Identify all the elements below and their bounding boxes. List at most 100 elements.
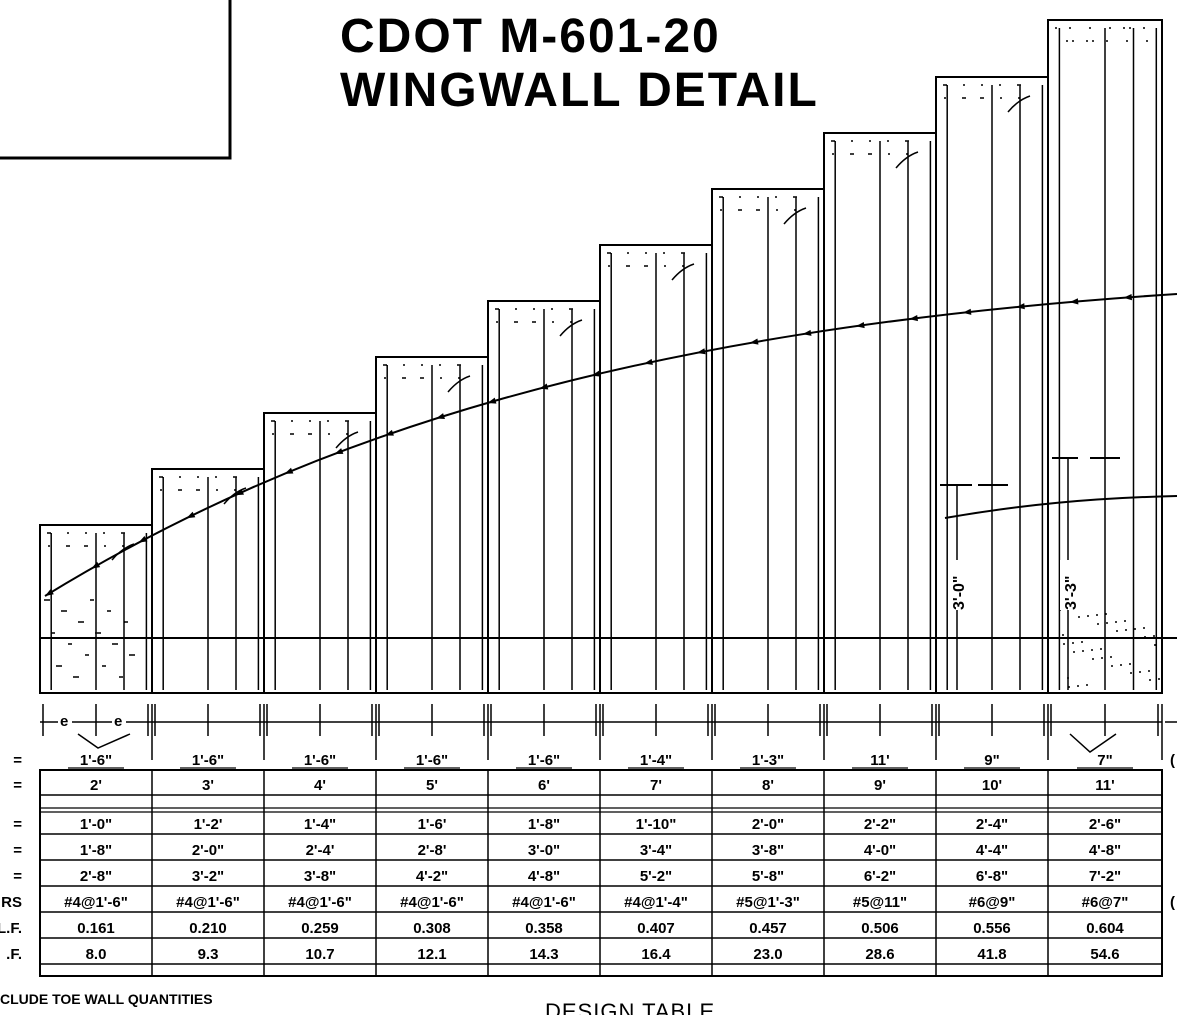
concrete-stipple [70,643,72,645]
concrete-stipple [1082,650,1084,652]
concrete-stipple [514,321,516,323]
concrete-stipple [1143,627,1145,629]
concrete-stipple [664,265,666,267]
table-cell: 28.6 [865,946,894,963]
concrete-stipple [384,377,386,379]
concrete-stipple [1105,613,1107,615]
concrete-stipple [1111,665,1113,667]
bar-hook-mark [223,487,247,505]
table-cell: 4' [314,777,326,794]
table-cell: 2'-6" [1089,816,1121,833]
bar-hook-mark [895,151,919,169]
concrete-stipple [832,153,834,155]
curve-arrowhead [1016,303,1025,310]
concrete-stipple [1154,644,1156,646]
curve-arrowhead [487,397,497,404]
concrete-stipple [906,153,908,155]
concrete-stipple [868,153,870,155]
concrete-stipple [607,252,609,254]
table-cell: 6'-2" [864,868,896,885]
bar-hook-mark [335,431,359,449]
concrete-stipple [459,364,461,366]
concrete-stipple [776,209,778,211]
concrete-stipple [133,654,135,656]
title-line-2: WINGWALL DETAIL [340,64,819,117]
concrete-stipple [1092,658,1094,660]
table-cell: 10' [982,777,1002,794]
concrete-stipple [122,545,124,547]
concrete-stipple [90,599,92,601]
table-cell: #4@1'-6" [176,894,240,911]
concrete-stipple [104,665,106,667]
wingwall-steps [39,19,1163,694]
concrete-stipple [1130,672,1132,674]
height-label-a: 3'-0" [951,575,968,610]
table-cell: 5'-8" [752,868,784,885]
table-cell: 41.8 [977,946,1006,963]
table-cell: 2'-0" [192,842,224,859]
concrete-stipple [571,308,573,310]
table-cell: 1'-8" [80,842,112,859]
table-cell: 9" [984,752,999,769]
table-cell: #5@11" [853,894,907,911]
concrete-stipple [683,252,685,254]
concrete-stipple [87,654,89,656]
concrete-stipple [97,632,99,634]
concrete-stipple [1158,678,1160,680]
table-cell: 0.358 [525,920,563,937]
concrete-stipple [121,532,123,534]
bar-hook-mark [1007,95,1031,113]
table-row-label: = [13,816,22,833]
table-cell: 0.604 [1086,920,1124,937]
concrete-stipple [533,308,535,310]
concrete-stipple [440,377,442,379]
table-cell: 2'-8' [418,842,447,859]
curve-arrowhead [435,413,445,419]
concrete-stipple [49,532,51,534]
concrete-stipple [793,196,795,198]
concrete-stipple [48,599,50,601]
table-cell: 5'-2" [640,868,672,885]
concrete-stipple [888,153,890,155]
table-cell: 1'-2' [194,816,223,833]
concrete-stipple [757,196,759,198]
concrete-stipple [104,545,106,547]
concrete-stipple [721,196,723,198]
table-caption: DESIGN TABLE [545,999,715,1015]
table-cell: #5@1'-3" [736,894,800,911]
concrete-stipple [346,433,348,435]
curve-arrowhead [749,338,759,345]
concrete-stipple [869,140,871,142]
table-cell: 6' [538,777,550,794]
reinforcement-curve-main [44,293,1177,597]
concrete-stipple [404,377,406,379]
table-cell: 3'-8" [752,842,784,859]
concrete-stipple [944,97,946,99]
concrete-stipple [1017,84,1019,86]
spacing-ticks [40,704,1163,760]
bar-hook-mark [559,319,583,337]
table-cell: 2' [90,777,102,794]
concrete-stipple [1115,621,1117,623]
table-cell: 14.3 [529,946,558,963]
curve-arrowhead [591,370,601,377]
concrete-stipple [851,140,853,142]
concrete-stipple [310,433,312,435]
concrete-stipple [1000,97,1002,99]
table-cell: 2'-8" [80,868,112,885]
concrete-stipple [569,308,571,310]
table-cell: 3' [202,777,214,794]
concrete-stipple [963,84,965,86]
concrete-stipple [119,676,121,678]
concrete-stipple [85,532,87,534]
table-cell: #4@1'-6" [400,894,464,911]
concrete-stipple [53,632,55,634]
concrete-stipple [77,676,79,678]
table-cell: 1'-6" [80,752,112,769]
concrete-stipple [272,433,274,435]
concrete-stipple [1106,622,1108,624]
table-cell: 0.259 [301,920,339,937]
table-cell: 1'-6" [528,752,560,769]
concrete-stipple [1120,664,1122,666]
